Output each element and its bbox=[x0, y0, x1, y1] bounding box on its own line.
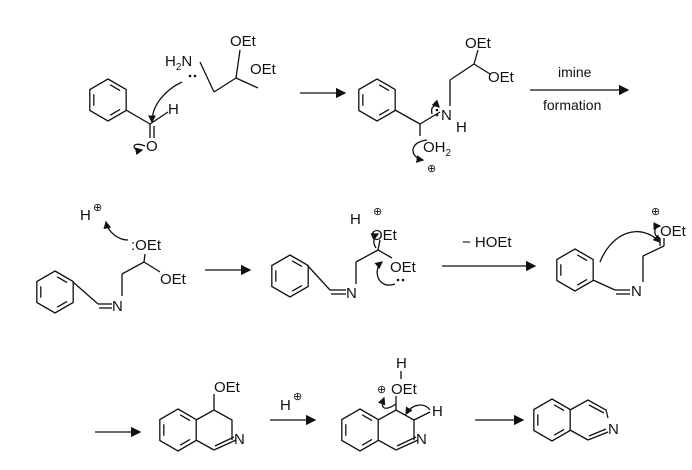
proton-h: H bbox=[280, 397, 291, 414]
positive-charge: ⊕ bbox=[93, 202, 102, 214]
imine-n: N bbox=[631, 283, 642, 300]
lone-pair: : bbox=[131, 237, 135, 254]
oet-label: OEt bbox=[391, 381, 418, 398]
double-bond bbox=[378, 84, 390, 92]
double-bond bbox=[179, 414, 191, 422]
hemiaminal-intermediate: N H OEt OEt OH2 ⊕ bbox=[358, 35, 515, 175]
double-bond bbox=[109, 108, 121, 116]
oh2-label: OH2 bbox=[423, 139, 452, 159]
double-bond bbox=[361, 438, 373, 446]
curved-arrow bbox=[653, 222, 662, 239]
double-bond bbox=[56, 276, 68, 284]
minus-hoet-label: − HOEt bbox=[462, 234, 512, 251]
oet-label: OEt bbox=[660, 223, 687, 240]
curved-arrow bbox=[103, 220, 129, 241]
curved-arrow bbox=[370, 233, 380, 249]
benzene-ring bbox=[89, 78, 127, 122]
isoquinoline-product: N bbox=[533, 398, 619, 442]
positive-charge: ⊕ bbox=[377, 384, 386, 396]
double-bond bbox=[291, 284, 303, 292]
double-bond bbox=[361, 414, 373, 422]
imine-acetal: H ⊕ :OEt OEt N bbox=[36, 202, 187, 315]
curved-arrow bbox=[133, 143, 146, 156]
double-bond bbox=[378, 108, 390, 116]
double-bond bbox=[109, 84, 121, 92]
curved-arrow bbox=[412, 139, 428, 163]
benzene-ring bbox=[556, 248, 594, 292]
benzene-ring bbox=[341, 408, 379, 452]
formation-label: formation bbox=[543, 97, 601, 113]
proton-h: H bbox=[80, 207, 91, 224]
amine-h: H bbox=[456, 119, 467, 136]
positive-charge: ⊕ bbox=[427, 163, 436, 175]
amine-n: N bbox=[441, 107, 452, 124]
oet-label: OEt bbox=[230, 33, 257, 50]
benzene-ring bbox=[36, 270, 74, 314]
ring-n: N bbox=[234, 431, 245, 448]
carbonyl-o: O bbox=[146, 138, 158, 155]
benzaldehyde: H O bbox=[89, 78, 179, 156]
imine-n: N bbox=[112, 298, 123, 315]
benzene-ring bbox=[159, 408, 197, 452]
curved-arrow bbox=[148, 81, 183, 124]
oet-label: OEt bbox=[488, 69, 515, 86]
h2n-label: H2N bbox=[165, 53, 192, 73]
aminoacetal: H2N OEt OEt bbox=[148, 33, 277, 124]
double-bond bbox=[56, 300, 68, 308]
ring-h: H bbox=[432, 403, 443, 420]
double-bond bbox=[179, 438, 191, 446]
lone-pair bbox=[396, 278, 405, 282]
lone-pair bbox=[435, 108, 439, 117]
curved-arrow bbox=[374, 261, 396, 286]
ring-n: N bbox=[416, 431, 427, 448]
double-bond bbox=[553, 428, 565, 436]
oxocarbenium-intermediate: N OEt ⊕ bbox=[556, 206, 687, 300]
positive-charge: ⊕ bbox=[373, 206, 382, 218]
oet-label: OEt bbox=[160, 271, 187, 288]
imine-label: imine bbox=[558, 64, 592, 80]
ring-n: N bbox=[608, 421, 619, 438]
oet-label: OEt bbox=[214, 379, 241, 396]
protonated-ether-intermediate: N H H ⊕ OEt bbox=[341, 355, 443, 452]
double-bond bbox=[576, 254, 588, 262]
proton-h: H bbox=[396, 355, 407, 372]
positive-charge: ⊕ bbox=[651, 206, 660, 218]
benzene-ring bbox=[271, 254, 309, 298]
double-bond bbox=[553, 404, 565, 412]
oet-label: OEt bbox=[250, 61, 277, 78]
imine-n: N bbox=[346, 285, 357, 302]
double-bond bbox=[576, 278, 588, 286]
curved-arrow bbox=[377, 396, 397, 409]
lone-pair bbox=[188, 74, 197, 78]
oet-label: OEt bbox=[465, 35, 492, 52]
ethoxy-dihydroisoquinoline: N OEt bbox=[159, 379, 245, 452]
curved-arrow bbox=[405, 404, 431, 416]
protonated-acetal: N H ⊕ OEt OEt bbox=[271, 206, 417, 302]
oet-label: OEt bbox=[371, 227, 398, 244]
aldehyde-h: H bbox=[168, 101, 179, 118]
double-bond bbox=[291, 260, 303, 268]
proton-h: H bbox=[350, 211, 361, 228]
benzene-ring bbox=[533, 398, 571, 442]
oet-label: OEt bbox=[135, 237, 162, 254]
curved-arrow bbox=[599, 231, 661, 263]
curved-arrow bbox=[430, 99, 440, 115]
positive-charge: ⊕ bbox=[293, 391, 302, 403]
oet-label: OEt bbox=[390, 259, 417, 276]
benzene-ring bbox=[358, 78, 396, 122]
lone-pair-oet-label: :OEt bbox=[131, 237, 162, 254]
